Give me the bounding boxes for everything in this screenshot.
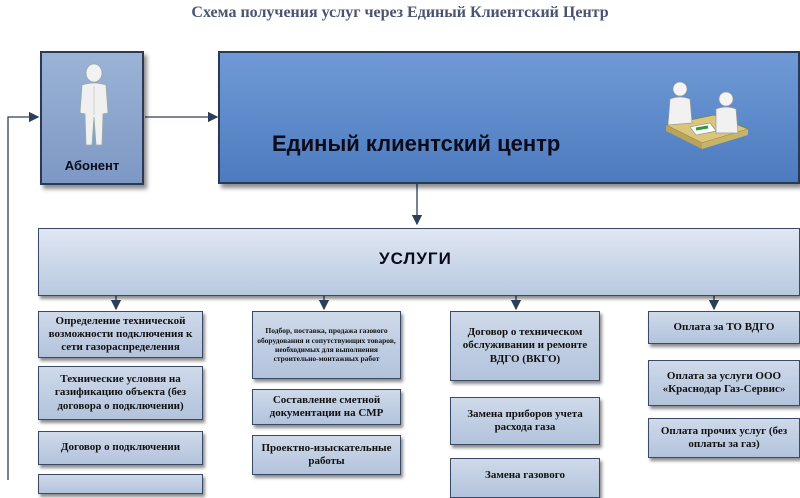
services-bar: УСЛУГИ xyxy=(38,228,800,296)
service-survey-design: Проектно-изыскательные работы xyxy=(252,435,401,475)
service-connection-contract: Договор о подключении xyxy=(38,431,203,465)
service-tech-conditions: Технические условия на газификацию объек… xyxy=(38,366,203,420)
abonent-box: Абонент xyxy=(40,51,144,185)
person-icon xyxy=(79,63,109,146)
service-payment-other: Оплата прочих услуг (без оплаты за газ) xyxy=(648,418,800,458)
loop-line xyxy=(7,111,40,480)
service-estimate-docs: Составление сметной документации на СМР xyxy=(252,389,401,425)
service-tech-feasibility: Определение технической возможности подк… xyxy=(38,311,203,358)
service-col1-partial xyxy=(38,474,203,494)
abonent-label: Абонент xyxy=(64,158,120,173)
diagram-title: Схема получения услуг через Единый Клиен… xyxy=(191,4,609,21)
center-label: Единый клиентский центр xyxy=(272,131,561,156)
people-at-desk-icon xyxy=(664,81,750,149)
service-vdgo-contract: Договор о техническом обслуживании и рем… xyxy=(450,311,600,381)
services-label: УСЛУГИ xyxy=(379,249,452,268)
service-payment-krasnodar-gas: Оплата за услуги ООО «Краснодар Газ-Серв… xyxy=(648,360,800,406)
center-box: Единый клиентский центр xyxy=(218,51,800,184)
connector-lines xyxy=(7,111,720,480)
service-meter-replacement: Замена приборов учета расхода газа xyxy=(450,397,600,445)
service-gas-equipment-replacement: Замена газового xyxy=(450,458,600,498)
service-equipment-supply: Подбор, поставка, продажа газового обору… xyxy=(252,311,401,379)
service-payment-vdgo: Оплата за ТО ВДГО xyxy=(648,311,800,344)
